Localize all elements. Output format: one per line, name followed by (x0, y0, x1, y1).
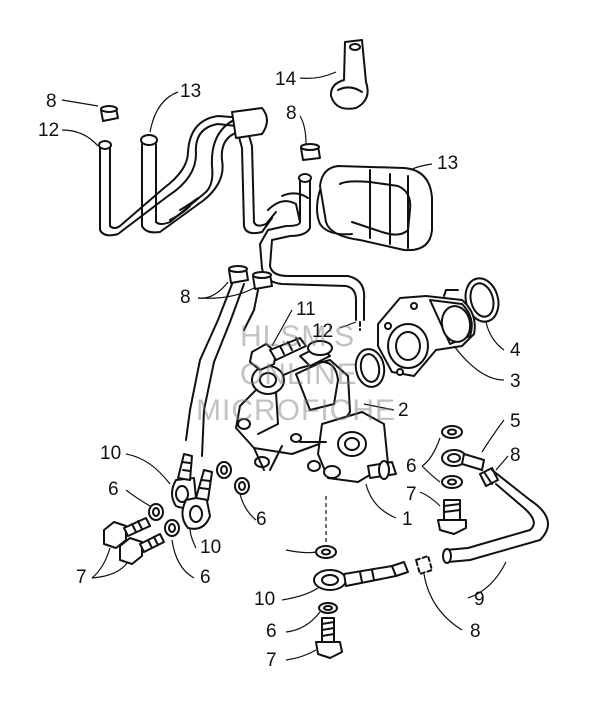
bolt-7-left-upper (103, 517, 151, 549)
clamp-8-bottom (415, 555, 433, 575)
bolt-7-right (437, 499, 467, 535)
callout-13-left: 13 (180, 81, 202, 102)
washer-6-center (315, 545, 337, 559)
washer-6-left-lower (164, 519, 180, 537)
bolt-11 (249, 337, 307, 371)
watermark-line-1: HLSM'S (240, 320, 356, 353)
callout-6-left: 6 (108, 479, 119, 500)
washer-6-right-lower (441, 475, 463, 489)
bracket-clamp (329, 39, 369, 110)
callout-5: 5 (510, 411, 521, 432)
washer-6-center-upper (216, 461, 232, 479)
hose-9 (442, 469, 549, 564)
clamp-8-mid-left (228, 265, 249, 284)
clamp-8-mid-right (252, 271, 273, 290)
callout-11: 11 (296, 299, 316, 320)
callout-8-mid: 8 (180, 287, 191, 308)
flange-housing-3 (377, 289, 476, 377)
banjo-fitting-10-lower (181, 469, 213, 530)
callout-7-left: 7 (76, 567, 87, 588)
watermark-line-2: ONLINE (240, 358, 358, 391)
washer-6-bottom (318, 602, 338, 614)
banjo-fitting-10-bottom (313, 561, 409, 591)
hose-13-left (140, 107, 268, 234)
washer-6-right-upper (441, 425, 463, 439)
washer-6-center-lower (234, 477, 250, 495)
callout-1: 1 (402, 509, 413, 530)
callout-4: 4 (510, 340, 521, 361)
callout-3: 3 (510, 371, 521, 392)
banjo-fitting-10-upper (171, 453, 197, 509)
callout-13-right: 13 (437, 153, 459, 174)
o-ring-3 (354, 348, 386, 388)
callout-8-bottom: 8 (470, 621, 481, 642)
bolt-7-bottom (315, 617, 343, 659)
callout-6-bottom: 6 (266, 621, 277, 642)
banjo-fitting-5 (441, 449, 485, 471)
hose-12-left (98, 115, 277, 237)
leader-lines (61, 71, 509, 661)
clamp-8-top-right (300, 143, 321, 161)
callout-8-top-left: 8 (46, 91, 57, 112)
callout-9: 9 (474, 589, 485, 610)
o-ring-4 (464, 277, 500, 323)
oil-pump-body (235, 340, 397, 483)
callout-10-upper: 10 (100, 443, 122, 464)
clamp-8-right (479, 467, 499, 487)
callout-12-right: 12 (312, 321, 334, 342)
bolt-7-left-lower (119, 533, 165, 565)
callout-2: 2 (398, 400, 409, 421)
callout-8-top-right: 8 (286, 103, 297, 124)
callout-7-right: 7 (406, 484, 417, 505)
callout-10-bottom: 10 (254, 589, 276, 610)
clamp-8-top-left (100, 105, 119, 122)
callout-7-bottom: 7 (266, 650, 277, 671)
callout-14: 14 (275, 69, 297, 90)
fuel-lines-to-pump (185, 283, 259, 457)
callout-12-left: 12 (38, 120, 60, 141)
callout-6-lower: 6 (200, 567, 211, 588)
callout-8-right: 8 (510, 445, 521, 466)
callout-10-lower: 10 (200, 537, 222, 558)
callout-6-center: 6 (256, 509, 267, 530)
callout-6-right: 6 (406, 456, 417, 477)
watermark-line-3: MICROFICHE (196, 394, 396, 427)
washer-6-left-upper (148, 503, 164, 521)
hose-13-right (316, 165, 433, 252)
